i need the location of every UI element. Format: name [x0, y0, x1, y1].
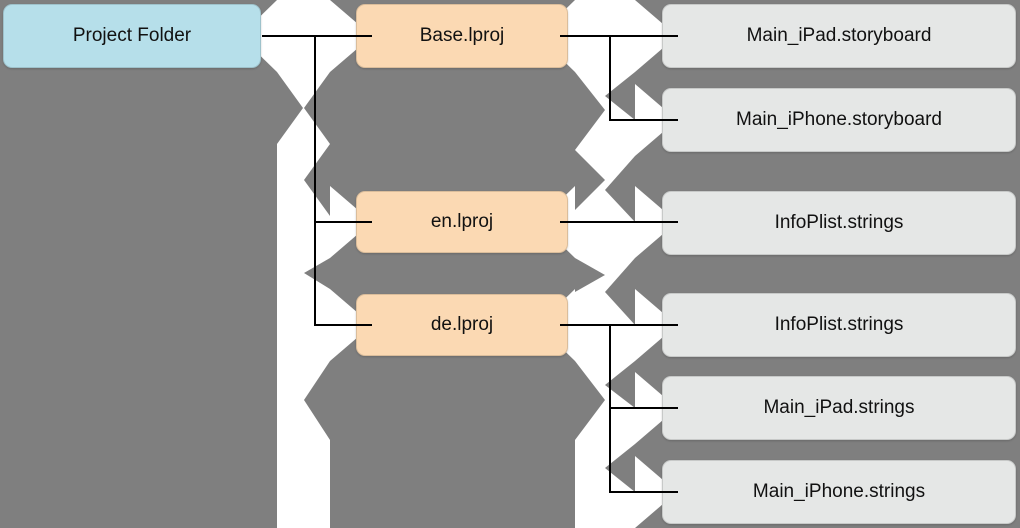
node-base-lproj[interactable]: Base.lproj: [356, 4, 568, 68]
edge-de-to-iphone-strings: [609, 491, 678, 493]
edge-root-to-base: [262, 35, 372, 37]
node-label: InfoPlist.strings: [774, 314, 904, 335]
node-label: Base.lproj: [419, 25, 505, 46]
node-en-lproj[interactable]: en.lproj: [356, 191, 568, 253]
node-label: de.lproj: [430, 314, 494, 335]
node-label: Main_iPhone.storyboard: [736, 109, 942, 130]
edge-base-spine: [609, 35, 611, 121]
edge-root-to-en: [314, 221, 372, 223]
node-project-folder[interactable]: Project Folder: [3, 4, 261, 68]
edge-base-to-iphone-sb: [609, 119, 678, 121]
edge-root-spine: [314, 35, 316, 326]
node-label: Project Folder: [72, 25, 192, 46]
node-de-lproj[interactable]: de.lproj: [356, 294, 568, 356]
node-infoplist-strings-de[interactable]: InfoPlist.strings: [662, 293, 1016, 357]
node-label: Main_iPhone.strings: [752, 481, 926, 502]
edge-en-to-infoplist: [560, 221, 678, 223]
node-infoplist-strings-en[interactable]: InfoPlist.strings: [662, 191, 1016, 255]
node-label: InfoPlist.strings: [774, 212, 904, 233]
edge-base-to-ipad-sb: [560, 35, 678, 37]
edge-de-to-ipad-strings: [609, 407, 678, 409]
edge-root-to-de: [314, 324, 372, 326]
column-band-root: [0, 0, 277, 528]
node-label: Main_iPad.storyboard: [746, 25, 932, 46]
edge-de-to-infoplist: [560, 324, 678, 326]
node-main-ipad-storyboard[interactable]: Main_iPad.storyboard: [662, 4, 1016, 68]
node-label: en.lproj: [430, 211, 494, 232]
column-band-lproj: [330, 0, 575, 528]
node-main-iphone-storyboard[interactable]: Main_iPhone.storyboard: [662, 88, 1016, 152]
node-main-ipad-strings[interactable]: Main_iPad.strings: [662, 376, 1016, 440]
node-main-iphone-strings[interactable]: Main_iPhone.strings: [662, 460, 1016, 524]
node-label: Main_iPad.strings: [763, 397, 915, 418]
